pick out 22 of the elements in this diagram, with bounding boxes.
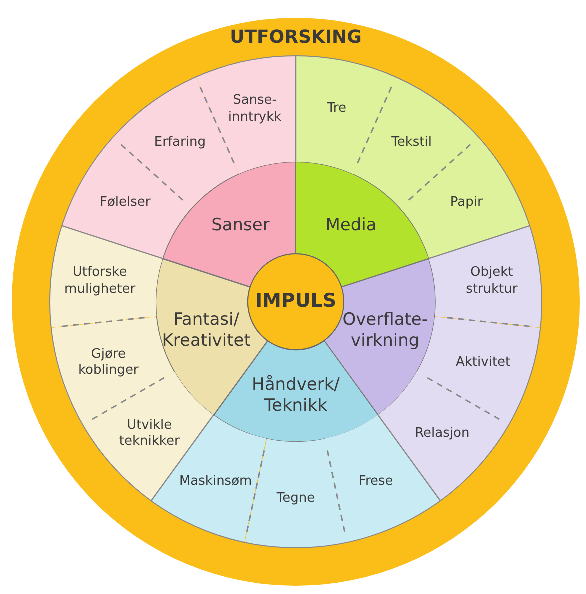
sector-label: Media <box>324 215 378 237</box>
segment-label: Gjøre koblinger <box>77 346 140 380</box>
sector-label: Fantasi/ Kreativitet <box>161 310 252 352</box>
segment-label: Aktivitet <box>455 354 512 371</box>
segment-label: Objekt struktur <box>465 265 519 298</box>
segment-label: Relasjon <box>414 426 471 442</box>
sector-label: Håndverk/ Teknikk <box>251 374 341 418</box>
sector-label: Overflate- virkning <box>342 310 430 352</box>
segment-label: Erfaring <box>153 134 207 151</box>
segment-label: Maskinsøm <box>178 474 254 490</box>
segment-label: Papir <box>449 195 484 212</box>
segment-label: Følelser <box>98 195 152 212</box>
ring-title: UTFORSKING <box>229 26 363 50</box>
segment-label: Utvikle teknikker <box>118 418 181 450</box>
segment-label: Sanse- inntrykk <box>227 93 283 126</box>
segment-label: Frese <box>358 474 394 490</box>
segment-label: Utforske muligheter <box>64 265 137 298</box>
segment-label: Tekstil <box>390 134 433 151</box>
sector-label: Sanser <box>210 215 271 237</box>
center-label: IMPULS <box>254 290 338 314</box>
segment-label: Tre <box>326 101 348 118</box>
segment-label: Tegne <box>276 490 316 508</box>
